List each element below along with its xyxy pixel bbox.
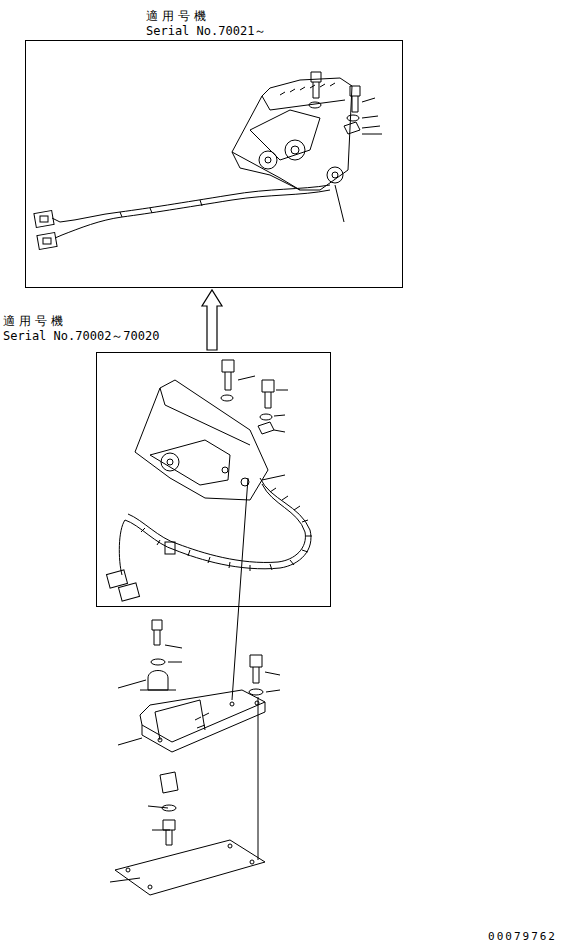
drawing-number: 00079762 (488, 930, 557, 943)
pedal-assembly-new (34, 72, 382, 249)
applicability-heading: 適用号機 (3, 314, 67, 328)
serial-range-frame: 適用号機Serial No.70002～70020 (96, 352, 331, 607)
serial-range-frame: 適用号機Serial No.70021～ (25, 40, 403, 288)
hollow-arrow (202, 290, 222, 350)
serial-number: Serial No.70021～ (146, 24, 266, 38)
applicability-heading: 適用号機 (146, 9, 210, 23)
mounting-bracket (110, 478, 280, 895)
serial-number: Serial No.70002～70020 (3, 329, 160, 343)
pedal-assembly-old (106, 360, 312, 601)
